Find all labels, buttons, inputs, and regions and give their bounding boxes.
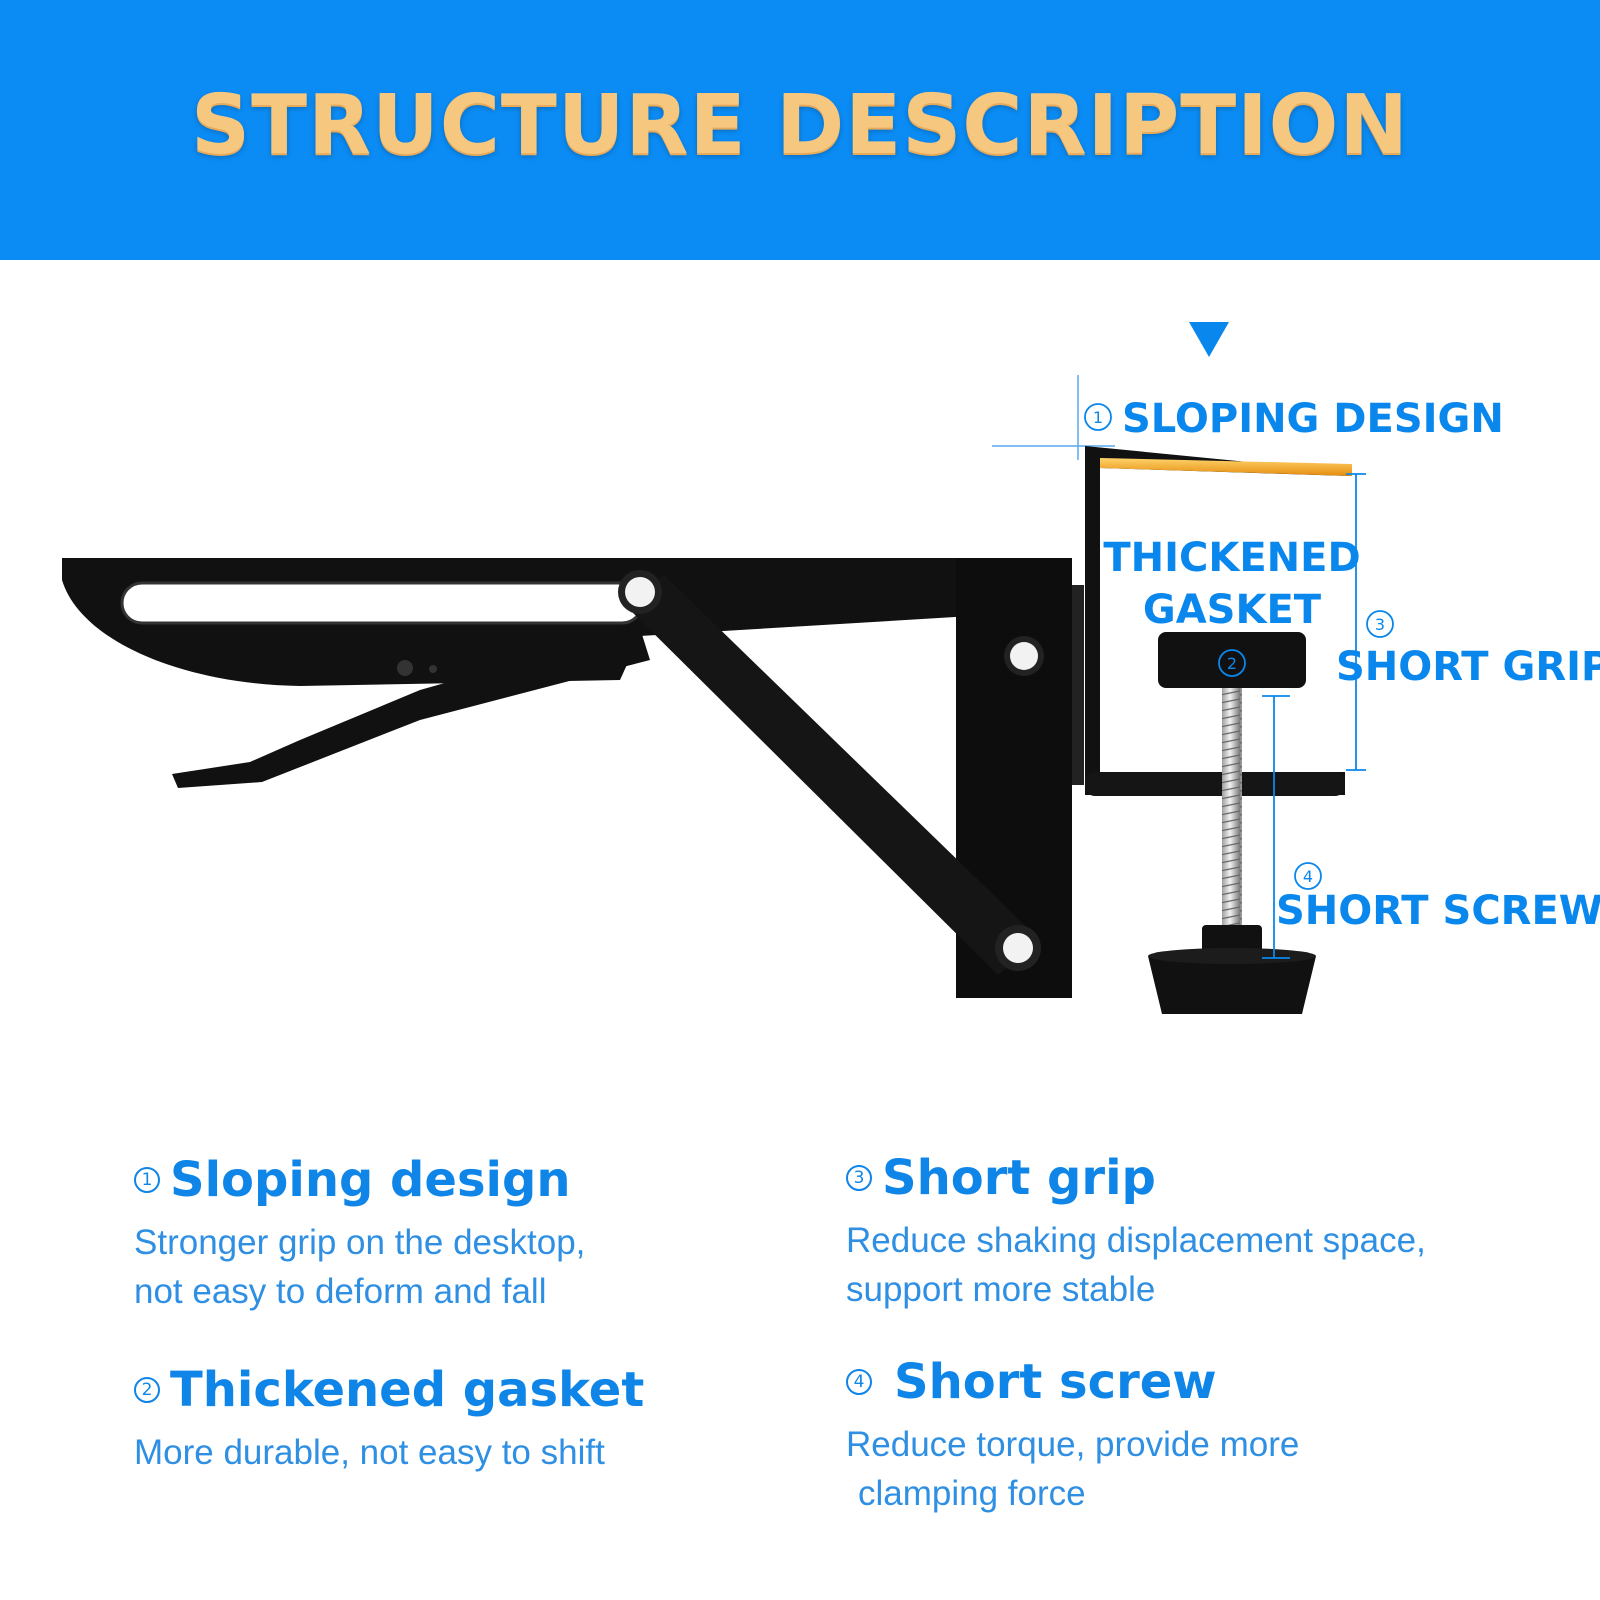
feature-number: 3 [846,1165,872,1191]
label-sloping-number: 1 [1093,408,1103,427]
thickened-gasket [1158,632,1306,688]
release-lever [172,628,650,788]
header-banner: STRUCTURE DESCRIPTION [0,0,1600,260]
label-screw-number: 4 [1303,867,1313,886]
feature-short-screw: 4 Short screw Reduce torque, provide mor… [846,1354,1299,1518]
feature-description: Reduce torque, provide more clamping for… [846,1425,1300,1513]
pointer-triangle-icon [1189,322,1229,357]
screw-knob-collar [1202,925,1262,953]
feature-number: 1 [134,1167,160,1193]
feature-description: Stronger grip on the desktop, not easy t… [134,1223,586,1311]
label-sloping-design: SLOPING DESIGN [1122,396,1504,442]
page-title: STRUCTURE DESCRIPTION [191,77,1409,173]
sloping-pad [1100,458,1352,476]
feature-sloping-design: 1 Sloping design Stronger grip on the de… [134,1152,585,1316]
feature-description: More durable, not easy to shift [134,1433,605,1472]
feature-number: 2 [134,1377,160,1403]
feature-number: 4 [846,1369,872,1395]
label-short-screw: SHORT SCREW [1276,888,1600,934]
label-thickened: THICKENED [1103,535,1360,581]
short-screw-shaft [1222,688,1242,938]
label-short-grip: SHORT GRIP [1336,644,1600,690]
feature-title: Short grip [882,1150,1156,1206]
label-grip-number: 3 [1375,615,1385,634]
feature-thickened-gasket: 2 Thickened gasket More durable, not eas… [134,1362,644,1477]
clamp-jaw [1085,772,1345,796]
pivot-bolts [618,570,1044,971]
feature-title: Thickened gasket [170,1362,645,1418]
dimension-lines [1262,473,1366,959]
feature-title: Short screw [894,1354,1217,1410]
sloping-guide-lines [992,375,1115,460]
feature-short-grip: 3 Short grip Reduce shaking displacement… [846,1150,1426,1314]
bracket-diagram: 1 SLOPING DESIGN THICKENED GASKET 2 3 SH… [62,322,1600,1014]
feature-title: Sloping design [170,1152,571,1208]
arm-hole-small [429,665,437,673]
screw-knob [1148,956,1316,1014]
label-gasket: GASKET [1143,587,1322,633]
label-gasket-number: 2 [1227,654,1237,673]
arm-hole [397,660,413,676]
arm-slot [120,581,644,625]
feature-description: Reduce shaking displacement space, suppo… [846,1221,1426,1309]
diagonal-brace [624,575,1040,975]
